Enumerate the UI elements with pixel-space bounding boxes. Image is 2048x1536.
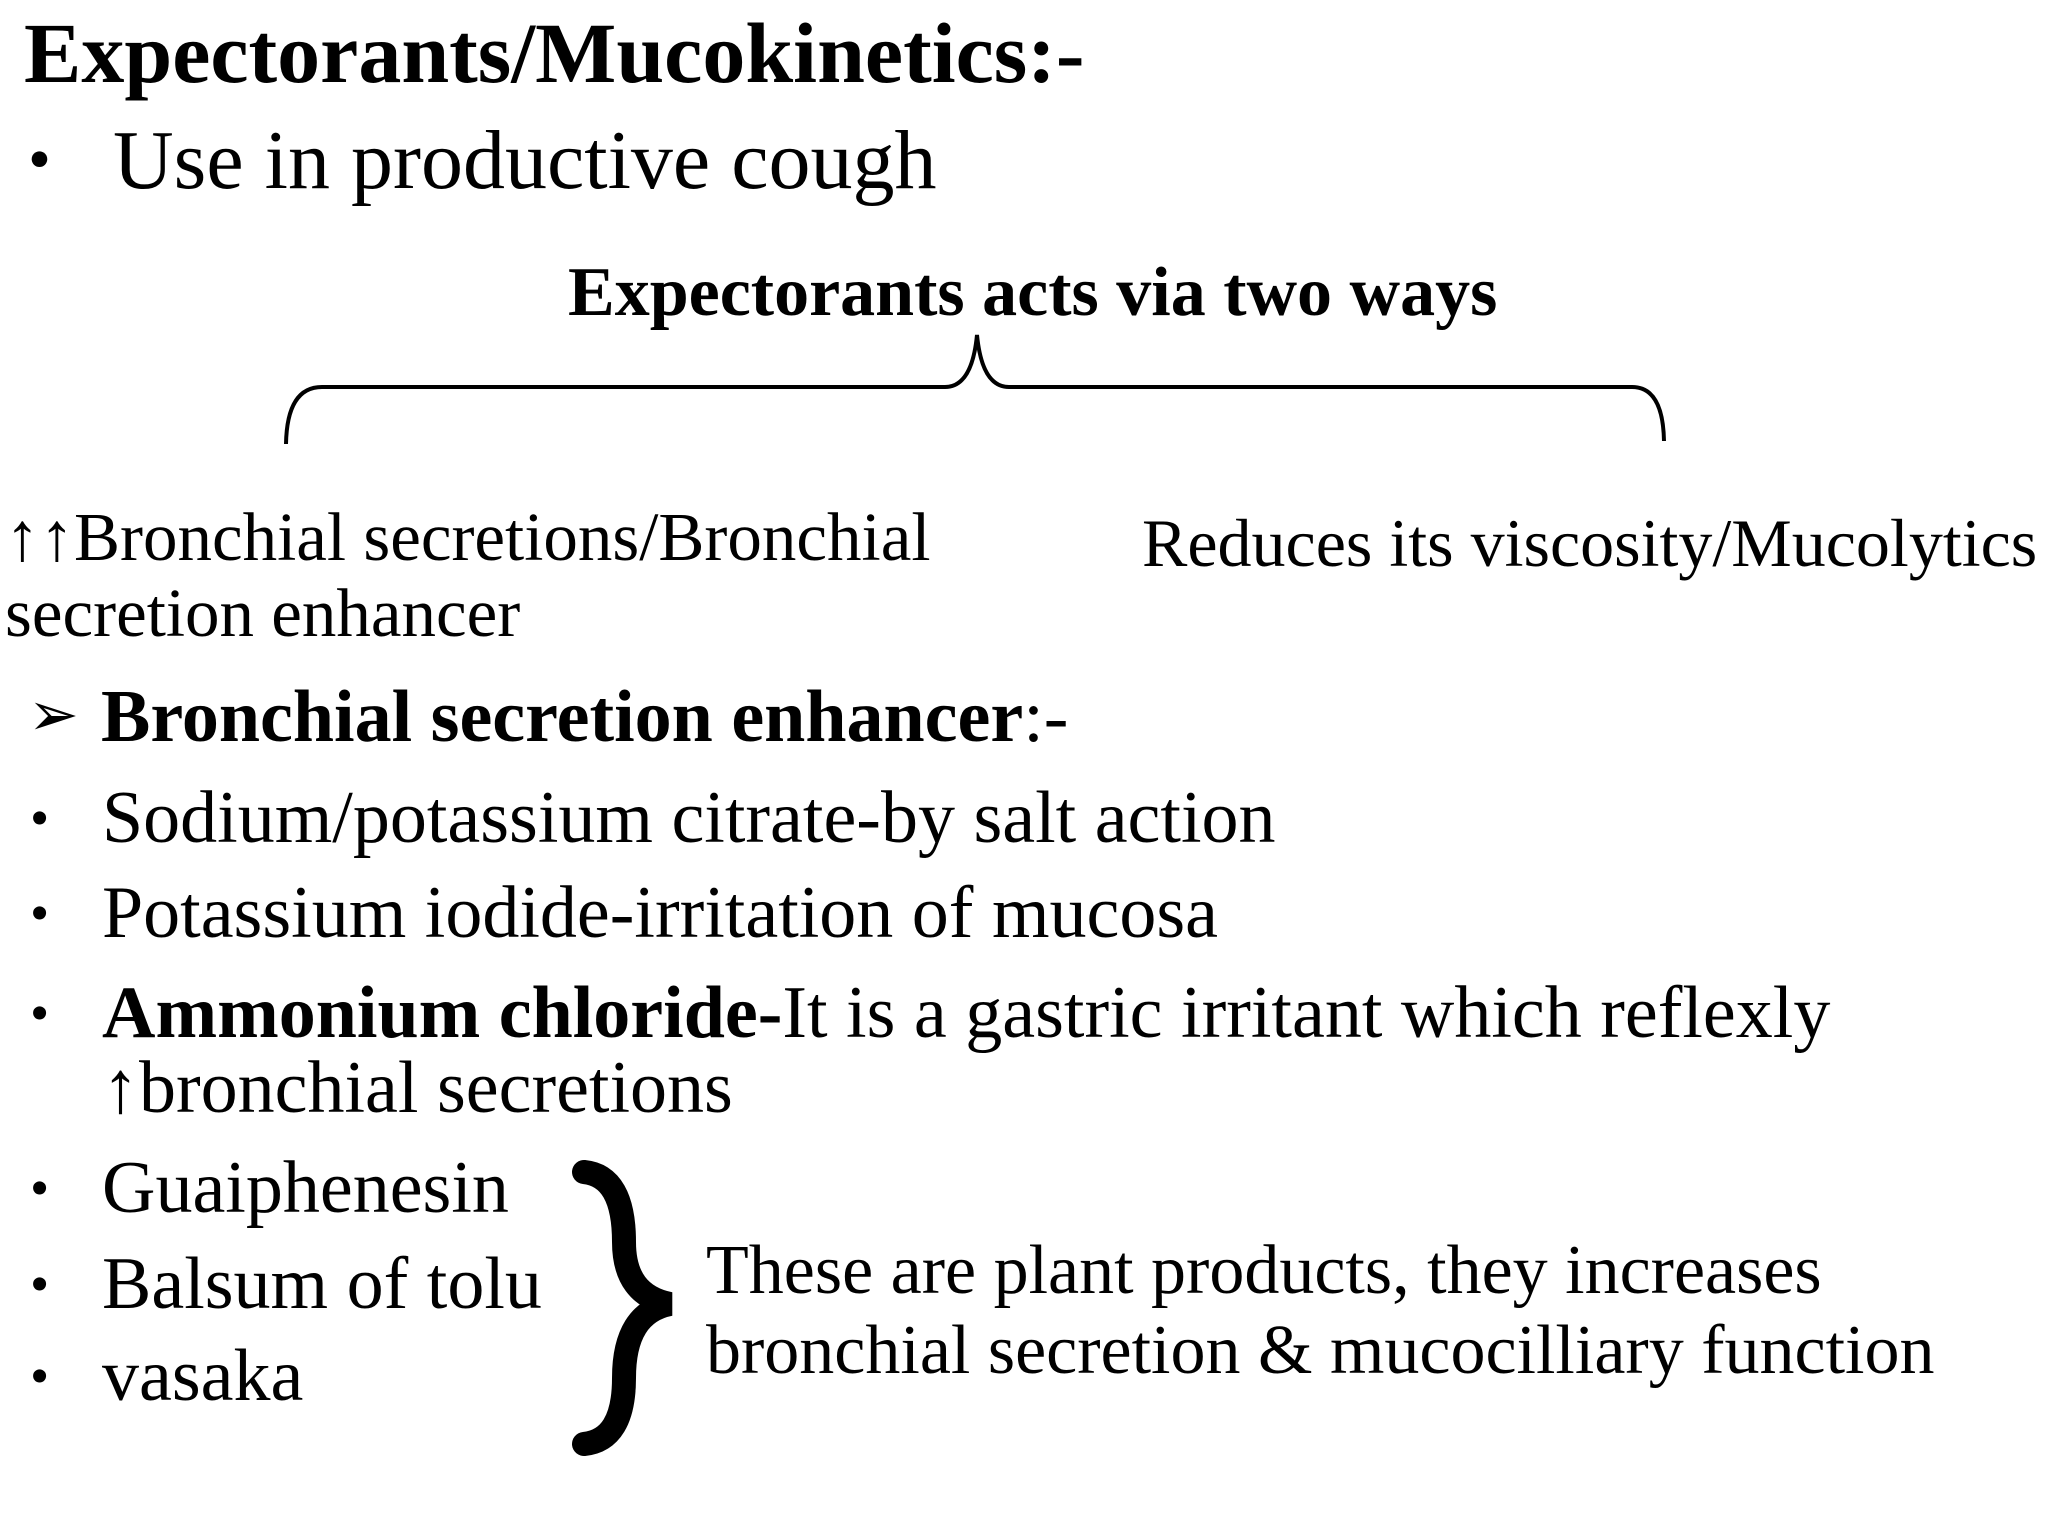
- intro-bullet-row: • Use in productive cough: [28, 119, 936, 203]
- ammonium-bold-text: Ammonium chloride-: [102, 972, 783, 1054]
- list-item-balsum: • Balsum of tolu: [30, 1243, 542, 1325]
- bullet-dot-icon: •: [30, 882, 50, 943]
- list-item-text: Potassium iodide-irritation of mucosa: [102, 872, 1218, 954]
- list-item-text: Ammonium chloride-It is a gastric irrita…: [102, 975, 1982, 1127]
- list-item-text: Balsum of tolu: [102, 1243, 542, 1325]
- branch-right-label: Reduces its viscosity/Mucolytics: [1142, 505, 2038, 581]
- bullet-dot-icon: •: [30, 787, 50, 848]
- slide-title: Expectorants/Mucokinetics:-: [24, 5, 1085, 101]
- bullet-dot-icon: •: [30, 1157, 50, 1218]
- two-way-brace: [284, 334, 1666, 445]
- bullet-dot-icon: •: [28, 124, 51, 196]
- list-item-text: Guaiphenesin: [102, 1147, 509, 1229]
- enhancer-heading-suffix: :-: [1023, 676, 1069, 758]
- enhancer-heading-text: Bronchial secretion enhancer:-: [101, 680, 1068, 754]
- list-item-guaiphenesin: • Guaiphenesin: [30, 1147, 509, 1229]
- bullet-dot-icon: •: [30, 1345, 50, 1406]
- enhancer-section-heading: ➢ Bronchial secretion enhancer:-: [28, 680, 1068, 754]
- branch-left-label: ↑↑Bronchial secretions/Bronchial secreti…: [5, 499, 931, 651]
- list-item-text: vasaka: [102, 1335, 304, 1417]
- list-item-sodium: • Sodium/potassium citrate-by salt actio…: [30, 777, 1276, 859]
- list-item-ammonium: • Ammonium chloride-It is a gastric irri…: [30, 975, 1982, 1127]
- arrow-bullet-icon: ➢: [28, 680, 79, 750]
- intro-bullet-text: Use in productive cough: [113, 114, 937, 207]
- bullet-dot-icon: •: [30, 1253, 50, 1314]
- two-way-heading: Expectorants acts via two ways: [568, 254, 1498, 331]
- list-item-vasaka: • vasaka: [30, 1335, 304, 1417]
- group-brace: [572, 1160, 673, 1456]
- enhancer-heading-bold: Bronchial secretion enhancer: [101, 676, 1024, 758]
- list-item-potassium: • Potassium iodide-irritation of mucosa: [30, 872, 1218, 954]
- bullet-dot-icon: •: [30, 982, 50, 1043]
- list-item-text: Sodium/potassium citrate-by salt action: [102, 777, 1276, 859]
- ammonium-rest-text: It is a gastric irritant which reflexly …: [102, 972, 1831, 1130]
- plant-products-note: These are plant products, they increases…: [706, 1232, 1935, 1390]
